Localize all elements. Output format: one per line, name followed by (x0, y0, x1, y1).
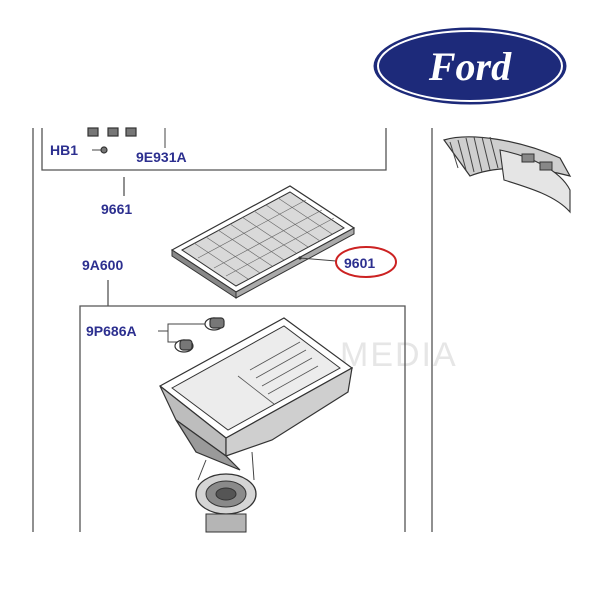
label-9661: 9661 (101, 201, 132, 217)
air-filter-element (170, 185, 356, 299)
label-9a600: 9A600 (82, 257, 123, 273)
label-9601: 9601 (344, 255, 375, 271)
label-hb1: HB1 (50, 142, 78, 158)
watermark-text: MEDIA (340, 336, 458, 374)
ford-logo-text: Ford (428, 44, 512, 89)
ford-logo: Ford (370, 24, 570, 108)
air-box-housing (158, 317, 354, 533)
label-9e931a: 9E931A (136, 149, 187, 165)
frame-lines (32, 128, 433, 532)
intake-hose (443, 136, 572, 214)
9p686a-clips (158, 317, 225, 353)
label-9p686a: 9P686A (86, 323, 137, 339)
callout-9601: 9601 (335, 246, 397, 278)
hb1-bolts (87, 127, 166, 154)
